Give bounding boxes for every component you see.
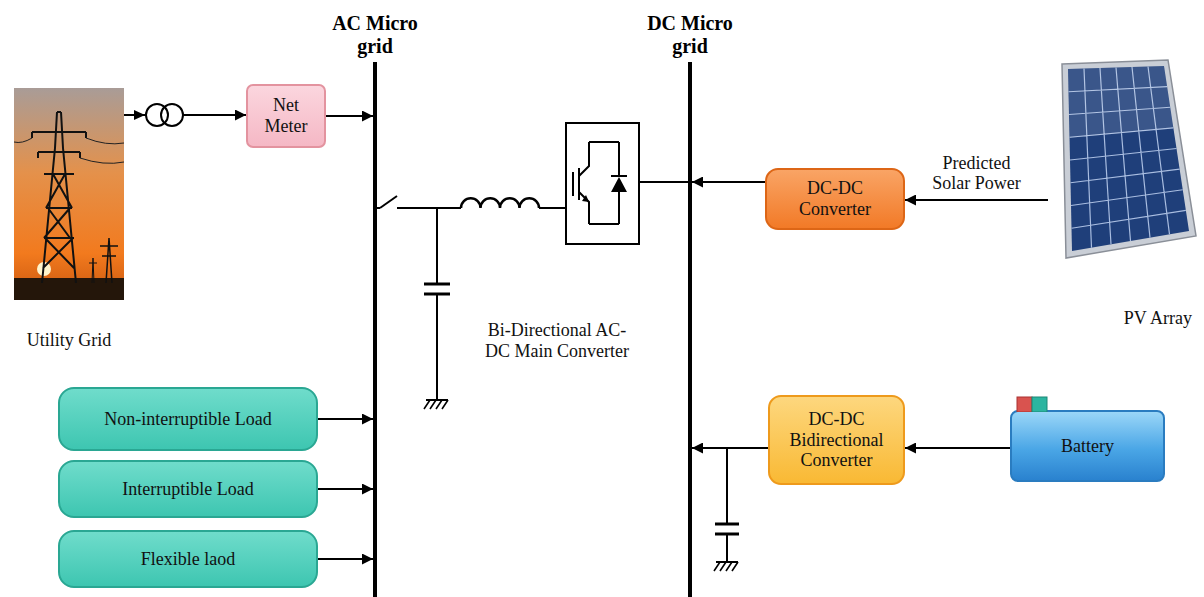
capacitor-plate (715, 523, 739, 526)
pv-art (1048, 58, 1198, 263)
transformer-patch (161, 104, 183, 126)
connector (692, 447, 768, 449)
panel-glare (1068, 66, 1174, 138)
box-label: Battery (1061, 436, 1114, 457)
connector (905, 447, 1010, 449)
caption-holder: Bi-Directional AC- DC Main Converter (482, 320, 632, 361)
switch-symbol (380, 196, 397, 208)
pylon (89, 258, 97, 283)
box-label: Flexible laod (141, 549, 235, 570)
edge-label: Predicted Solar Power (922, 153, 1032, 194)
capacitor-wire (436, 294, 438, 400)
arrow-head (134, 110, 145, 120)
pylon (100, 238, 118, 283)
switch-gap (380, 202, 397, 214)
connector (318, 418, 373, 420)
node-label: Utility Grid (14, 330, 124, 351)
transformer-coil (161, 104, 183, 126)
connector (326, 115, 373, 117)
battery-terminal (1032, 397, 1047, 412)
dc-bus-bar: DC Micro grid (688, 62, 692, 597)
edge-label-holder: Predicted Solar Power (922, 153, 1032, 194)
bus-title: DC Micro grid (635, 12, 745, 58)
grid-art (14, 88, 124, 300)
box-label: Non-interruptible Load (104, 409, 271, 430)
pv-array-picture: PV Array (1048, 58, 1198, 263)
ground-symbol (424, 400, 448, 409)
capacitor-plate (424, 283, 450, 286)
load-box: Non-interruptible Load (58, 387, 318, 451)
ground (14, 278, 124, 300)
connector (640, 181, 688, 183)
box-label: Net Meter (258, 95, 314, 136)
ground-symbol (714, 562, 738, 571)
pylon (32, 112, 86, 283)
utility-grid-photo: Utility Grid (14, 88, 124, 300)
battery-terminal (1017, 397, 1032, 412)
caption-holder: AC Micro grid (320, 12, 430, 58)
igbt-symbol (573, 142, 627, 224)
capacitor-wire (726, 534, 728, 562)
igbt-art (567, 124, 638, 243)
ac-bus-bar: AC Micro grid (373, 62, 377, 597)
net-meter-box: Net Meter (246, 84, 326, 148)
inductor-symbol (461, 198, 539, 208)
load-box: Interruptible Load (58, 460, 318, 518)
caption-holder: DC Micro grid (635, 12, 745, 58)
connector (692, 181, 765, 183)
diode-symbol (611, 177, 627, 192)
panel-frame (1062, 60, 1196, 258)
load-box: Flexible laod (58, 530, 318, 588)
box-label: Interruptible Load (122, 479, 253, 500)
capacitor-wire (726, 448, 728, 524)
bus-title: AC Micro grid (320, 12, 430, 58)
node-label: Bi-Directional AC- DC Main Converter (482, 320, 632, 361)
converter-box: DC-DC Bidirectional Converter (768, 395, 905, 485)
node-label: PV Array (1124, 308, 1192, 329)
connector (318, 558, 373, 560)
battery-terminals (1016, 396, 1056, 412)
panel-grid (1069, 67, 1186, 248)
box-label: DC-DC Bidirectional Converter (780, 409, 893, 471)
capacitor-wire (436, 208, 438, 284)
igbt-symbol (582, 195, 589, 202)
connector (318, 488, 373, 490)
battery-box: Battery (1010, 410, 1165, 482)
box-label: DC-DC Converter (777, 178, 893, 219)
caption-holder: PV Array (1124, 308, 1192, 329)
converter-symbol: Bi-Directional AC- DC Main Converter (565, 122, 640, 245)
power-wire (14, 138, 124, 163)
connector (905, 199, 1048, 201)
sky (14, 88, 124, 300)
panel-cells (1068, 66, 1189, 251)
converter-box: DC-DC Converter (765, 168, 905, 230)
caption-holder: Utility Grid (14, 330, 124, 351)
